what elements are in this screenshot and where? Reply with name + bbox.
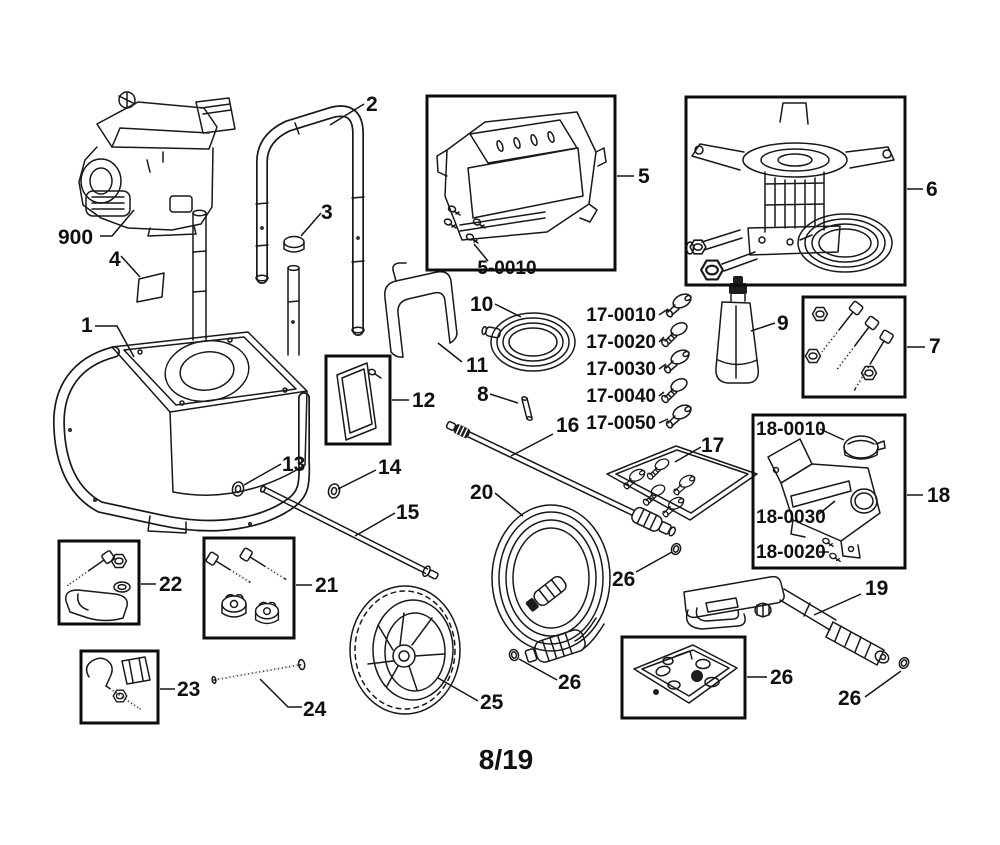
callout-19: 19	[865, 577, 888, 600]
funnel-art	[715, 276, 760, 384]
part-number-5-0010: 5-0010	[477, 258, 536, 279]
callout-13: 13	[282, 453, 305, 476]
callout-10: 10	[470, 293, 493, 316]
frame-upright-tube-art	[192, 209, 207, 341]
handle-art	[255, 105, 365, 336]
group-box-18	[751, 413, 907, 570]
part-number-18-0030: 18-0030	[756, 507, 826, 528]
callout-26-gun: 26	[838, 687, 861, 710]
spray-wand-art	[445, 420, 683, 557]
pump-art	[685, 102, 895, 281]
pressure-hose-art	[491, 504, 611, 663]
part-number-18-0020: 18-0020	[756, 542, 826, 563]
tank-art	[767, 435, 886, 563]
group-box-5	[425, 94, 617, 272]
callout-17: 17	[701, 434, 724, 457]
hook-bolt-kit-art	[85, 656, 151, 710]
callout-22: 22	[159, 573, 182, 596]
callout-15: 15	[396, 501, 420, 524]
side-panel-art	[336, 362, 382, 441]
washer-b-art	[326, 482, 342, 500]
group-box-23	[79, 649, 160, 725]
callout-12: 12	[412, 389, 435, 412]
callout-5: 5	[638, 165, 650, 188]
callout-26-hose: 26	[558, 671, 581, 694]
frame-art	[52, 331, 311, 534]
group-box-21	[202, 536, 296, 640]
callout-20: 20	[470, 481, 493, 504]
group-box-22	[57, 539, 141, 626]
group-box-7	[801, 295, 907, 399]
part-number-17-0040: 17-0040	[586, 386, 656, 407]
knob-bolt-kit-art	[205, 547, 287, 625]
threaded-rod-art	[211, 658, 306, 685]
callout-6: 6	[926, 178, 938, 201]
callout-23: 23	[177, 678, 200, 701]
axle-rod-art	[259, 485, 439, 580]
callout-9: 9	[777, 312, 789, 335]
callout-8: 8	[477, 383, 489, 406]
callout-26-wand: 26	[612, 568, 635, 591]
handle-lower-tube-art	[287, 264, 300, 356]
callout-4: 4	[109, 248, 121, 271]
leader-lines	[95, 103, 925, 708]
decal-art	[136, 272, 165, 303]
bolt-kit-art	[804, 300, 894, 391]
spray-gun-art	[683, 575, 912, 671]
foot-kit-art	[65, 550, 131, 622]
handle-cap-art	[283, 235, 305, 253]
o-ring-kit-art	[633, 644, 738, 704]
nozzle-icons	[659, 290, 694, 430]
part-number-18-0010: 18-0010	[756, 419, 826, 440]
part-number-17-0020: 17-0020	[586, 332, 656, 353]
part-number-17-0050: 17-0050	[586, 413, 656, 434]
callout-25: 25	[480, 691, 504, 714]
callout-18: 18	[927, 484, 951, 507]
group-box-12	[324, 354, 392, 446]
callout-21: 21	[315, 574, 339, 597]
washer-a-art	[230, 480, 246, 498]
control-panel-art	[436, 111, 607, 244]
callout-16: 16	[556, 414, 579, 437]
small-hose-art	[481, 312, 576, 372]
page-indicator: 8/19	[479, 744, 534, 775]
callout-1: 1	[81, 314, 93, 337]
pin-art	[521, 396, 533, 421]
callout-900: 900	[58, 226, 93, 249]
part-number-17-0030: 17-0030	[586, 359, 656, 380]
callout-3: 3	[321, 201, 333, 224]
callout-26-box: 26	[770, 666, 793, 689]
part-number-17-0010: 17-0010	[586, 305, 656, 326]
group-box-26	[620, 635, 747, 720]
nozzle-tray-art	[606, 445, 758, 521]
engine-art	[78, 91, 236, 237]
callout-7: 7	[929, 335, 941, 358]
wheel-art	[349, 585, 461, 715]
hose-hook-art	[383, 262, 458, 358]
callout-2: 2	[366, 93, 378, 116]
group-box-6	[684, 95, 907, 287]
callout-11: 11	[466, 354, 489, 377]
callout-24: 24	[303, 698, 327, 721]
callout-14: 14	[378, 456, 402, 479]
